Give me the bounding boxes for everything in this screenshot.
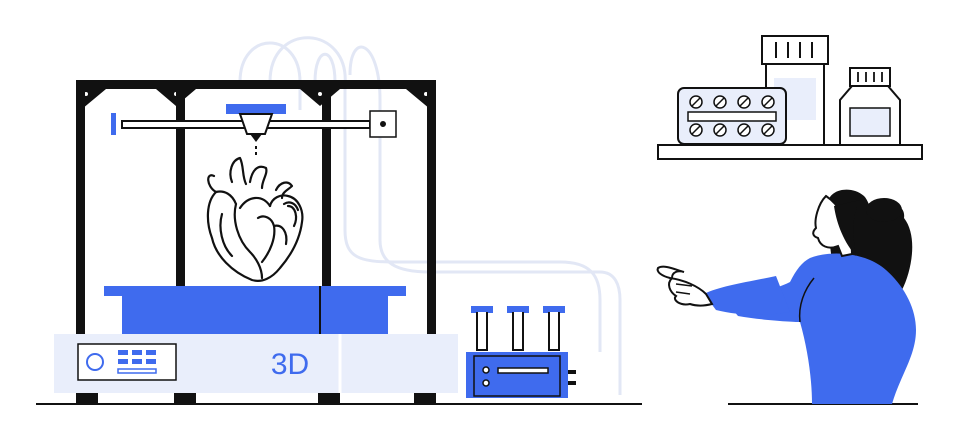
3d-printer: 3D bbox=[54, 80, 458, 404]
gantry-end-left bbox=[111, 113, 116, 135]
shelf-board bbox=[657, 144, 923, 160]
hair-bun bbox=[866, 198, 902, 222]
printer-post-left bbox=[76, 89, 85, 335]
printer-top-bar bbox=[76, 80, 436, 89]
print-bed-body bbox=[122, 296, 388, 334]
rack-body-inner bbox=[473, 355, 561, 397]
print-bed-top bbox=[104, 286, 406, 296]
printer-feet bbox=[76, 393, 436, 404]
feed-tubes bbox=[238, 36, 622, 395]
woman-pointing bbox=[656, 189, 916, 404]
printer-post-inner-left bbox=[176, 89, 185, 335]
pointing-hand-icon bbox=[656, 265, 714, 307]
brace-bolts bbox=[84, 92, 428, 96]
power-knob-icon bbox=[86, 353, 104, 371]
test-tube-icon bbox=[471, 306, 565, 351]
printer-post-inner-right bbox=[322, 89, 331, 335]
torso bbox=[728, 253, 916, 404]
print-nozzle bbox=[238, 113, 274, 135]
printer-brand-label: 3D bbox=[271, 348, 309, 381]
printer-post-right bbox=[427, 89, 436, 335]
medicine-shelf bbox=[657, 35, 923, 160]
test-tube-rack bbox=[466, 306, 576, 398]
heart-model-icon bbox=[206, 156, 304, 282]
medicine-bottle-small-icon bbox=[839, 67, 901, 146]
gantry-end-bolt bbox=[380, 121, 386, 127]
sleeve bbox=[704, 276, 790, 315]
print-head bbox=[226, 104, 286, 114]
control-panel bbox=[77, 343, 177, 381]
pill-blister-icon bbox=[677, 87, 787, 145]
